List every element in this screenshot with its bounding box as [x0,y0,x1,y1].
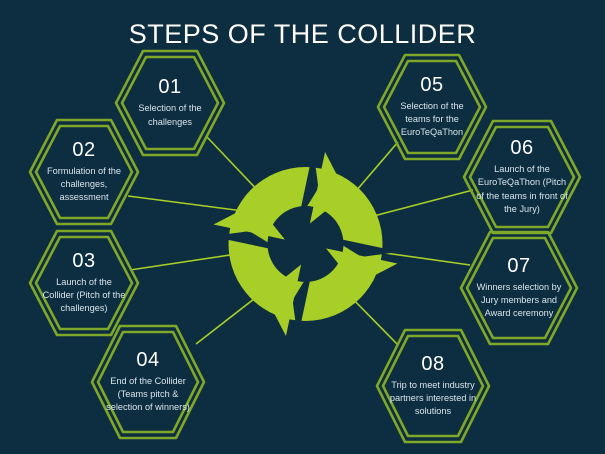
arrowhead-bottom [264,264,302,336]
hexagon-inner-border [120,55,220,151]
hexagon-inner-border [381,334,485,438]
hexagon-outer-border [28,118,140,226]
hexagon-inner-border [465,236,573,340]
hexagon-inner-border [34,235,134,331]
step-number-07: 07 [507,254,531,277]
step-hexagon-02[interactable] [28,118,140,226]
hexagon-outer-border [459,230,579,346]
step-number-08: 08 [421,352,445,375]
step-hexagon-08[interactable] [375,328,491,444]
step-description-01: Selection of the challenges [138,103,202,127]
arrowhead-top [309,152,347,224]
step-number-01: 01 [158,76,182,99]
connector-line-01 [206,136,264,197]
step-number-05: 05 [420,73,444,96]
hexagon-inner-border [382,59,482,155]
arrowhead-right [326,248,398,286]
step-description-06: Launch of the EuroTeQaThon (Pitch of the… [476,164,568,214]
hexagon-outer-border [375,328,491,444]
page-title: STEPS OF THE COLLIDER [128,19,477,49]
cycle-ring [228,167,383,321]
step-number-06: 06 [510,137,534,160]
arrowhead-left [213,202,285,240]
step-hexagon-07[interactable] [459,230,579,346]
hexagon-outer-border [114,49,226,157]
arrowhead-top-notch [298,149,319,221]
arrowhead-left-notch [211,231,283,252]
hexagon-inner-border [468,125,576,229]
step-description-02: Formulation of the challenges, assessmen… [46,165,122,203]
hexagon-inner-border [34,124,134,220]
step-description-05: Selection of the teams for the EuroTeQaT… [400,100,464,138]
connector-line-06 [365,189,474,219]
step-number-02: 02 [72,138,96,161]
step-description-08: Trip to meet industry partners intereste… [389,379,477,417]
step-number-03: 03 [72,249,96,272]
step-hexagon-01[interactable] [114,49,226,157]
step-description-03: Launch of the Collider (Pitch of the cha… [42,276,126,314]
step-description-04: End of the Collider (Teams pitch & selec… [106,375,190,413]
step-hexagon-06[interactable] [462,119,582,235]
step-hexagon-03[interactable] [28,229,140,337]
step-number-04: 04 [136,348,160,371]
hexagon-inner-border [96,330,200,434]
hexagon-outer-border [462,119,582,235]
step-description-07: Winners selection by Jury members and Aw… [476,281,562,319]
step-hexagon-05[interactable] [376,53,488,161]
hexagon-outer-border [376,53,488,161]
connector-line-02 [127,195,252,213]
hexagon-outer-border [90,324,206,440]
hexagon-outer-border [28,229,140,337]
step-hexagon-04[interactable] [90,324,206,440]
arrowhead-bottom-notch [292,267,313,339]
arrowhead-right-notch [328,236,400,257]
